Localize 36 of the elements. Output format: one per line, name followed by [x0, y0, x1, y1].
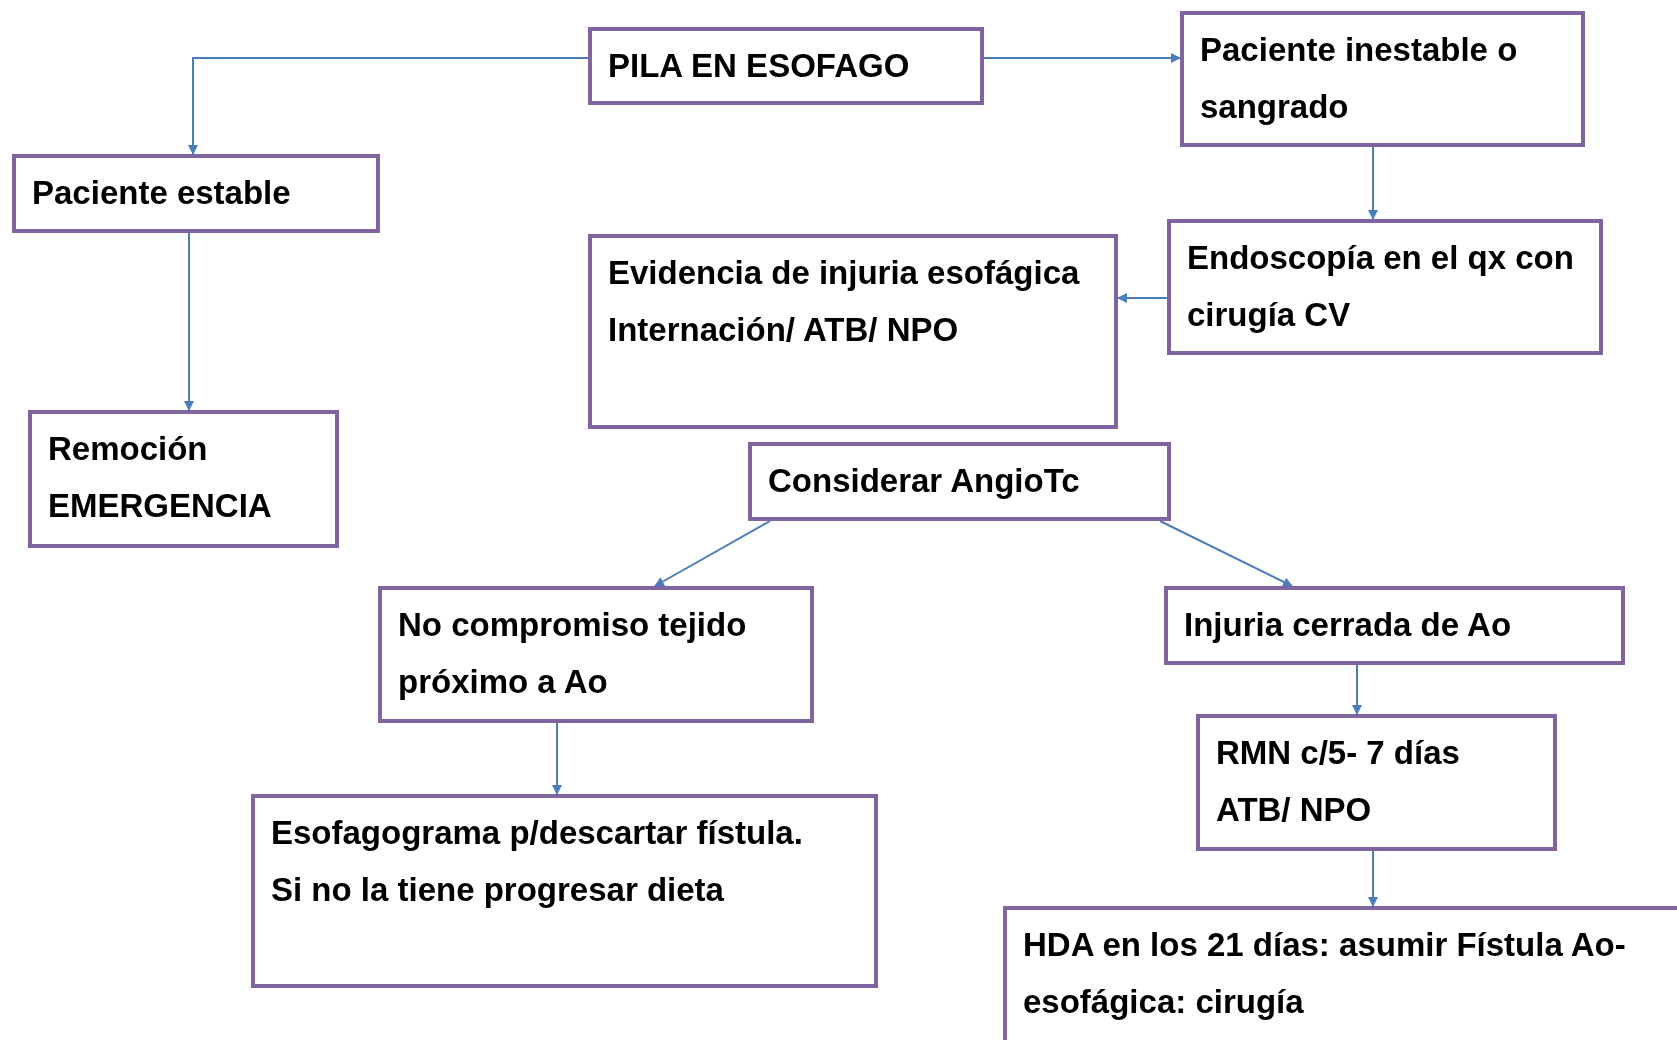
arrow — [654, 520, 771, 587]
process-box — [748, 442, 1171, 521]
arrow — [184, 232, 194, 411]
box-text: PILA EN ESOFAGO — [608, 46, 911, 86]
process-box — [1196, 714, 1557, 851]
box-text: RMN c/5- 7 días — [1216, 733, 1461, 773]
box-text: Esofagograma p/descartar fístula. — [271, 813, 804, 853]
process-box — [378, 586, 814, 723]
box-text: Considerar AngioTc — [768, 461, 1081, 501]
arrow — [188, 57, 589, 155]
box-text: ATB/ NPO — [1216, 790, 1373, 830]
process-box — [588, 234, 1118, 429]
box-text: Paciente estable — [32, 173, 292, 213]
box-text: Remoción EMERGENCIA — [48, 429, 273, 526]
box-text: No compromiso tejido próximo a Ao — [398, 605, 748, 702]
arrow — [983, 53, 1181, 63]
box-text: Endoscopía en el qx con cirugía CV — [1187, 238, 1575, 335]
box-text: HDA en los 21 días: asumir Fístula Ao- esofágica: cirugía — [1023, 925, 1627, 1022]
process-box — [1167, 219, 1603, 355]
box-text: Si no la tiene progresar dieta — [271, 870, 725, 910]
arrow — [1159, 520, 1293, 587]
process-box — [12, 154, 380, 233]
process-box — [251, 794, 878, 988]
process-box — [28, 410, 339, 548]
box-text: Evidencia de injuria esofágica — [608, 253, 1081, 293]
arrow — [1117, 293, 1168, 303]
arrow — [1352, 664, 1362, 715]
process-box — [1164, 586, 1625, 665]
arrow — [552, 722, 562, 795]
box-text: Injuria cerrada de Ao — [1184, 605, 1513, 645]
box-text: Internación/ ATB/ NPO — [608, 310, 960, 350]
arrow — [1368, 850, 1378, 907]
process-box — [588, 27, 984, 105]
box-text: Paciente inestable o sangrado — [1200, 30, 1519, 127]
arrow — [1368, 146, 1378, 220]
process-box — [1180, 11, 1585, 147]
